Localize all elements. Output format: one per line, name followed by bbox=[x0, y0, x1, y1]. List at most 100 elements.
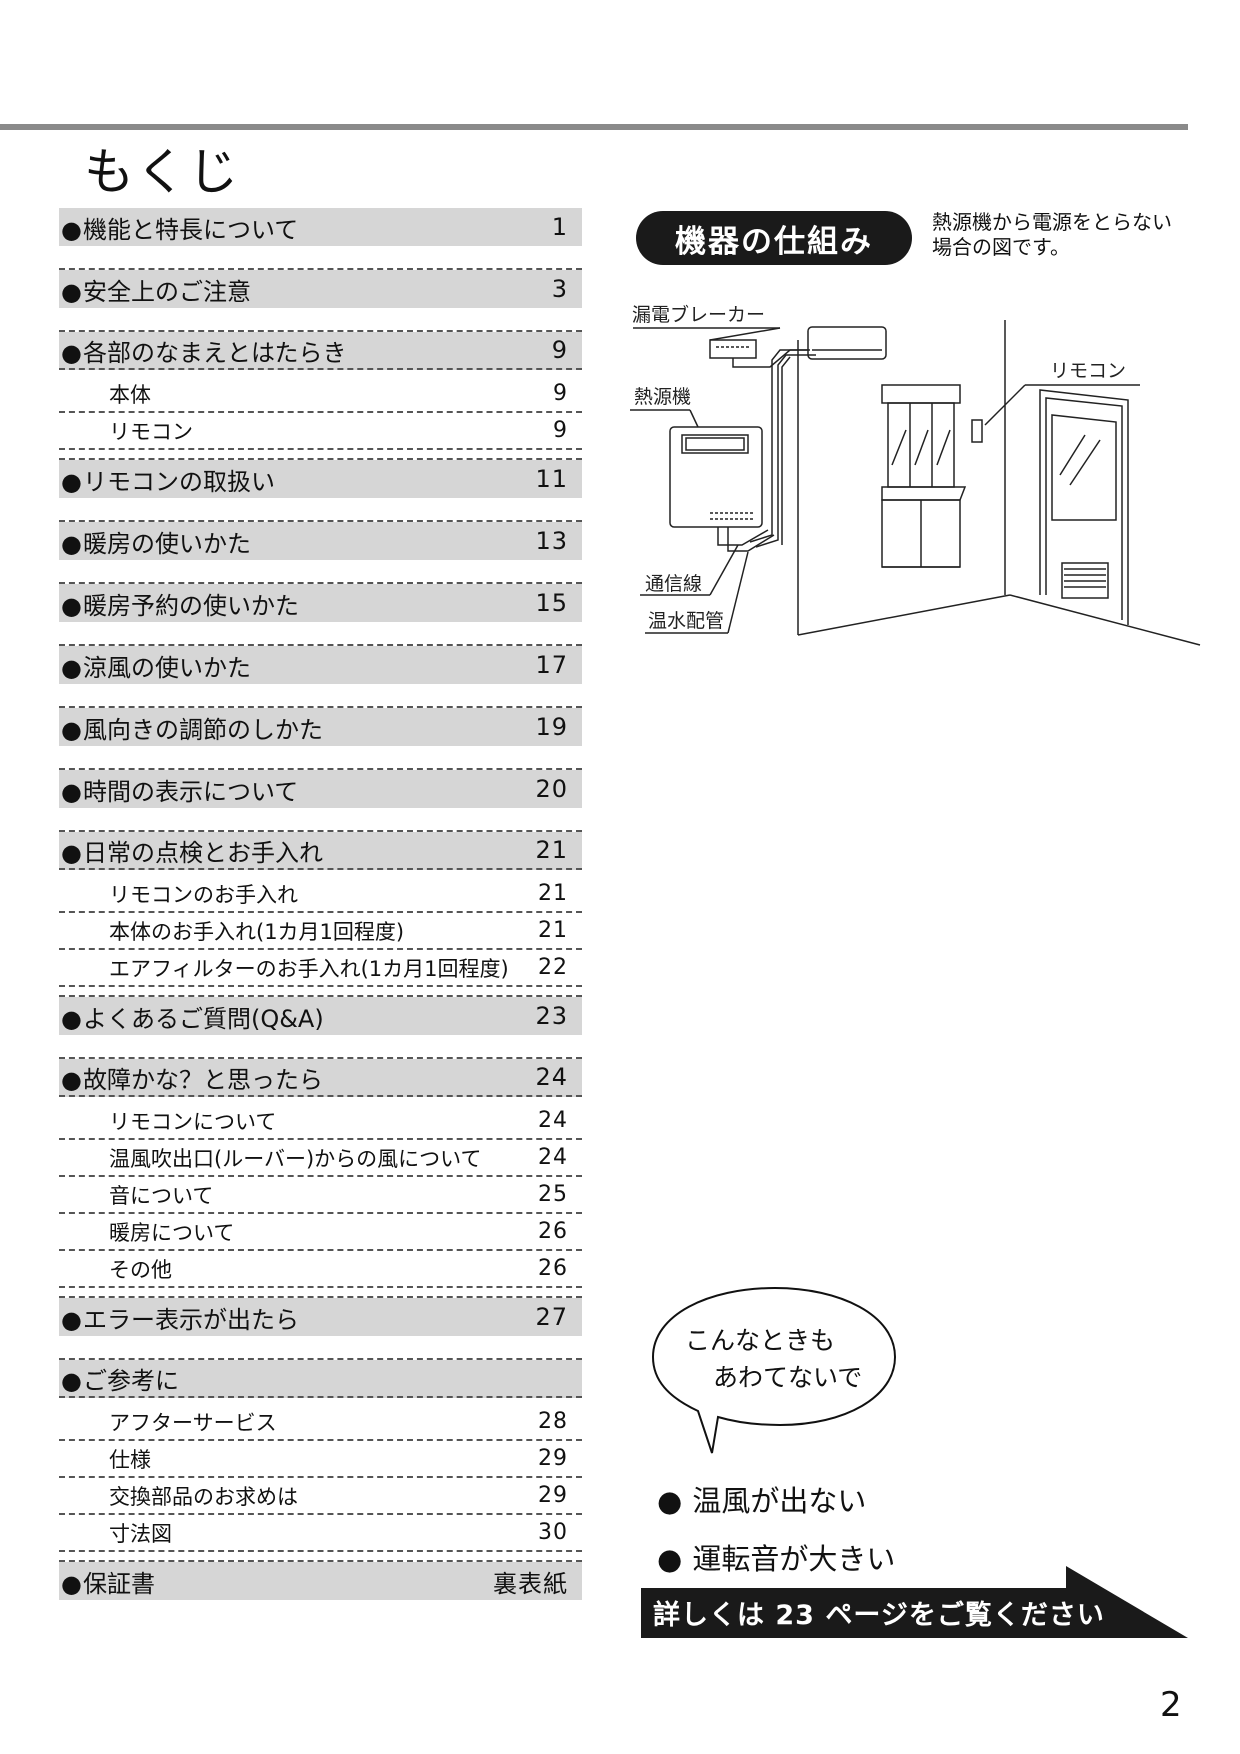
toc-page-number: 28 bbox=[538, 1409, 568, 1434]
toc-label: 暖房予約の使いかた bbox=[61, 586, 299, 621]
toc-page-number: 21 bbox=[538, 918, 568, 943]
toc-page-number: 20 bbox=[535, 775, 568, 803]
toc-label: 温風吹出口(ルーバー)からの風について bbox=[109, 1146, 482, 1171]
toc-section[interactable]: 暖房予約の使いかた 15 bbox=[59, 584, 582, 622]
toc-page-number: 30 bbox=[538, 1520, 568, 1545]
toc-page-number: 9 bbox=[553, 381, 568, 406]
toc-section[interactable]: 安全上のご注意 3 bbox=[59, 270, 582, 308]
toc-page-number: 13 bbox=[535, 527, 568, 555]
toc-label: リモコンのお手入れ bbox=[109, 882, 298, 907]
toc-divider bbox=[59, 987, 582, 997]
toc-section[interactable]: エラー表示が出たら 27 bbox=[59, 1298, 582, 1336]
system-note-line1: 熱源機から電源をとらない bbox=[932, 210, 1172, 234]
toc-page-number: 25 bbox=[538, 1182, 568, 1207]
toc-label: エラー表示が出たら bbox=[61, 1300, 299, 1335]
toc-page-number: 22 bbox=[538, 955, 568, 980]
banner-shape bbox=[641, 1566, 1188, 1638]
toc-page-number: 9 bbox=[551, 336, 568, 364]
toc-section[interactable]: 涼風の使いかた 17 bbox=[59, 646, 582, 684]
toc-label: 故障かな？と思ったら bbox=[61, 1060, 323, 1095]
toc-label: 保証書 bbox=[61, 1564, 155, 1599]
system-note: 熱源機から電源をとらない 場合の図です。 bbox=[932, 210, 1172, 260]
toc-label: リモコンの取扱い bbox=[61, 462, 275, 497]
toc-page-number: 17 bbox=[535, 651, 568, 679]
toc-subsection[interactable]: 寸法図 30 bbox=[59, 1515, 582, 1552]
toc-label: 風向きの調節のしかた bbox=[61, 710, 323, 745]
toc-page-number: 27 bbox=[535, 1303, 568, 1331]
toc-section[interactable]: 機能と特長について 1 bbox=[59, 208, 582, 246]
label-heat-source: 熱源機 bbox=[634, 386, 691, 408]
toc-label: 安全上のご注意 bbox=[61, 272, 251, 307]
toc-subsection[interactable]: リモコンのお手入れ 21 bbox=[59, 876, 582, 913]
toc-page-number: 26 bbox=[538, 1219, 568, 1244]
toc-subsection[interactable]: その他 26 bbox=[59, 1251, 582, 1288]
toc-page-number: 24 bbox=[538, 1145, 568, 1170]
toc-divider bbox=[59, 1552, 582, 1562]
bubble-line2: あわてないで bbox=[713, 1363, 863, 1392]
toc-label: エアフィルターのお手入れ(1カ月1回程度) bbox=[109, 956, 509, 981]
toc-subsection[interactable]: リモコン 9 bbox=[59, 413, 582, 450]
toc-divider bbox=[59, 752, 582, 770]
toc-label: その他 bbox=[109, 1257, 172, 1282]
toc-page-number: 21 bbox=[535, 836, 568, 864]
bubble-text: こんなときも あわてないで bbox=[685, 1322, 862, 1396]
bubble-line1: こんなときも bbox=[685, 1326, 836, 1355]
toc-label: 暖房の使いかた bbox=[61, 524, 251, 559]
toc-page-number: 裏表紙 bbox=[493, 1569, 568, 1598]
toc-section[interactable]: 各部のなまえとはたらき 9 bbox=[59, 332, 582, 370]
toc-subsection[interactable]: エアフィルターのお手入れ(1カ月1回程度) 22 bbox=[59, 950, 582, 987]
toc-label: 交換部品のお求めは bbox=[109, 1484, 298, 1509]
toc-divider bbox=[59, 628, 582, 646]
toc-divider bbox=[59, 314, 582, 332]
tip-bullet-2: 運転音が大きい bbox=[657, 1536, 895, 1578]
toc-page-number: 15 bbox=[535, 589, 568, 617]
toc-subsection[interactable]: アフターサービス 28 bbox=[59, 1404, 582, 1441]
toc-section[interactable]: ご参考に bbox=[59, 1360, 582, 1398]
system-title: 機器の仕組み bbox=[636, 211, 912, 265]
toc-subsection[interactable]: 音について 25 bbox=[59, 1177, 582, 1214]
toc-page-number: 9 bbox=[553, 418, 568, 443]
toc-section[interactable]: よくあるご質問(Q&A)23 bbox=[59, 997, 582, 1035]
toc-section[interactable]: 故障かな？と思ったら 24 bbox=[59, 1059, 582, 1097]
toc-section[interactable]: 保証書 裏表紙 bbox=[59, 1562, 582, 1600]
toc-subsection[interactable]: 交換部品のお求めは 29 bbox=[59, 1478, 582, 1515]
table-of-contents: 機能と特長について1安全上のご注意3各部のなまえとはたらき9本体9リモコン9リモ… bbox=[59, 208, 582, 1606]
toc-page-number: 21 bbox=[538, 881, 568, 906]
toc-divider bbox=[59, 566, 582, 584]
label-breaker: 漏電ブレーカー bbox=[632, 303, 765, 326]
toc-label: アフターサービス bbox=[109, 1410, 277, 1435]
system-note-line2: 場合の図です。 bbox=[932, 235, 1070, 259]
toc-page-number: 3 bbox=[551, 275, 568, 303]
toc-section[interactable]: 暖房の使いかた 13 bbox=[59, 522, 582, 560]
toc-page-number: 24 bbox=[538, 1108, 568, 1133]
toc-page-number: 24 bbox=[535, 1063, 568, 1091]
toc-page-number: 29 bbox=[538, 1483, 568, 1508]
toc-section[interactable]: 時間の表示について 20 bbox=[59, 770, 582, 808]
toc-label: 寸法図 bbox=[109, 1521, 172, 1546]
toc-label: リモコン bbox=[109, 419, 193, 444]
toc-label: ご参考に bbox=[61, 1361, 179, 1396]
toc-label: よくあるご質問(Q&A) bbox=[61, 999, 324, 1034]
toc-page-number: 26 bbox=[538, 1256, 568, 1281]
toc-subsection[interactable]: 温風吹出口(ルーバー)からの風について 24 bbox=[59, 1140, 582, 1177]
toc-divider bbox=[59, 1288, 582, 1298]
toc-label: 涼風の使いかた bbox=[61, 648, 251, 683]
toc-label: 時間の表示について bbox=[61, 772, 298, 807]
toc-subsection[interactable]: 本体のお手入れ(1カ月1回程度) 21 bbox=[59, 913, 582, 950]
toc-label: 音について bbox=[109, 1183, 214, 1208]
toc-label: 各部のなまえとはたらき bbox=[61, 333, 347, 368]
toc-divider bbox=[59, 1342, 582, 1360]
toc-label: 機能と特長について bbox=[61, 210, 298, 245]
toc-label: 本体のお手入れ(1カ月1回程度) bbox=[109, 919, 405, 944]
toc-divider bbox=[59, 504, 582, 522]
toc-page-number: 1 bbox=[551, 213, 568, 241]
label-comm-line: 通信線 bbox=[645, 573, 702, 595]
toc-divider bbox=[59, 450, 582, 460]
